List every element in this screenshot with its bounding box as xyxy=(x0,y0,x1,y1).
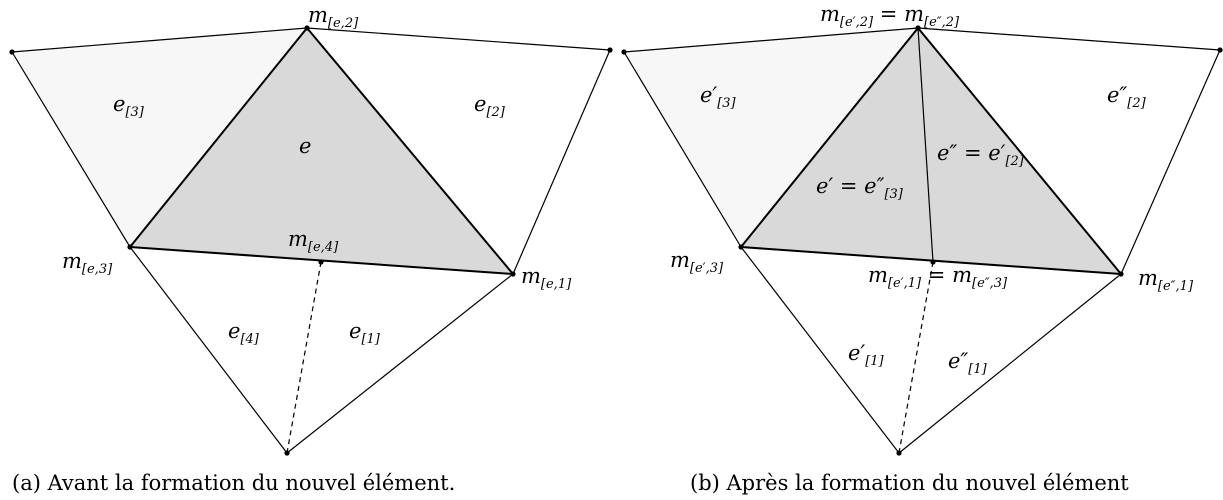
vertex-m-ep3 xyxy=(738,244,744,250)
vertex-b-mid xyxy=(930,259,936,265)
vertex-top-left xyxy=(9,49,15,55)
edge-b-top-left xyxy=(623,27,919,53)
vertex-b-top-left xyxy=(621,49,627,55)
vertex-top-right xyxy=(607,47,613,53)
vertex-bottom xyxy=(284,450,290,456)
label-m-e4: m[e,4] xyxy=(288,227,339,255)
edge-bottom-right xyxy=(286,273,514,454)
edge-e-right xyxy=(306,27,514,275)
label-m-e2: m[e,2] xyxy=(308,3,359,31)
vertex-b-top xyxy=(915,25,921,31)
caption-b: (b) Après la formation du nouvel élément xyxy=(690,471,1129,495)
vertex-b-top-right xyxy=(1217,47,1223,53)
label-b-bottom: m[e′,1] = m[e″,3] xyxy=(868,263,1008,291)
diagram-b: m[e′,2] = m[e″,2] m[e′,3] m[e″,1] m[e′,1… xyxy=(621,2,1223,495)
edge-b-bottom-left xyxy=(740,246,900,454)
edge-b-middle xyxy=(917,27,934,263)
label-m-e3: m[e,3] xyxy=(62,249,113,277)
label-e4: e[4] xyxy=(228,319,260,347)
edge-b-top-right xyxy=(917,27,1221,51)
edge-dashed-split xyxy=(286,261,322,454)
label-epp1: e″[1] xyxy=(948,349,988,377)
edge-top-left xyxy=(11,27,308,53)
label-m-epp1: m[e″,1] xyxy=(1138,266,1194,294)
region-ep3 xyxy=(624,28,918,247)
vertex-m-e2 xyxy=(304,25,310,31)
edge-b-left-outer xyxy=(623,51,742,248)
region-e3 xyxy=(12,28,307,247)
vertex-b-bottom xyxy=(896,450,902,456)
label-m-e1: m[e,1] xyxy=(521,264,572,292)
label-e1: e[1] xyxy=(349,319,381,347)
edge-e-left xyxy=(129,27,308,248)
vertex-m-e1 xyxy=(510,271,516,277)
label-ep-eq: e′ = e″[3] xyxy=(816,174,904,202)
edge-b-right-outer xyxy=(1120,49,1221,275)
edge-b-right xyxy=(917,27,1122,275)
label-e2: e[2] xyxy=(474,92,506,120)
label-ep3: e′[3] xyxy=(700,83,737,111)
edge-b-bottom-right xyxy=(898,273,1122,454)
edge-left-outer xyxy=(11,51,131,248)
label-epp-eq: e″ = e′[2] xyxy=(937,141,1025,169)
edge-top-right xyxy=(306,27,611,51)
caption-a: (a) Avant la formation du nouvel élément… xyxy=(12,471,455,495)
region-e xyxy=(130,28,513,274)
label-b-top: m[e′,2] = m[e″,2] xyxy=(820,2,960,30)
label-epp2: e″[2] xyxy=(1107,83,1147,111)
label-ep1: e′[1] xyxy=(848,341,885,369)
vertex-m-epp1 xyxy=(1118,271,1124,277)
diagram-a: m[e,2] m[e,3] m[e,4] m[e,1] e e[3] e[2] … xyxy=(9,3,613,495)
edge-bottom-left xyxy=(129,246,288,454)
edge-b-left xyxy=(740,27,919,248)
label-e: e xyxy=(299,134,311,158)
vertex-m-e4 xyxy=(318,259,324,265)
label-m-ep3: m[e′,3] xyxy=(670,248,724,276)
vertex-m-e3 xyxy=(127,244,133,250)
region-ep xyxy=(741,28,933,262)
edge-right-outer xyxy=(512,49,611,275)
label-e3: e[3] xyxy=(113,92,145,120)
